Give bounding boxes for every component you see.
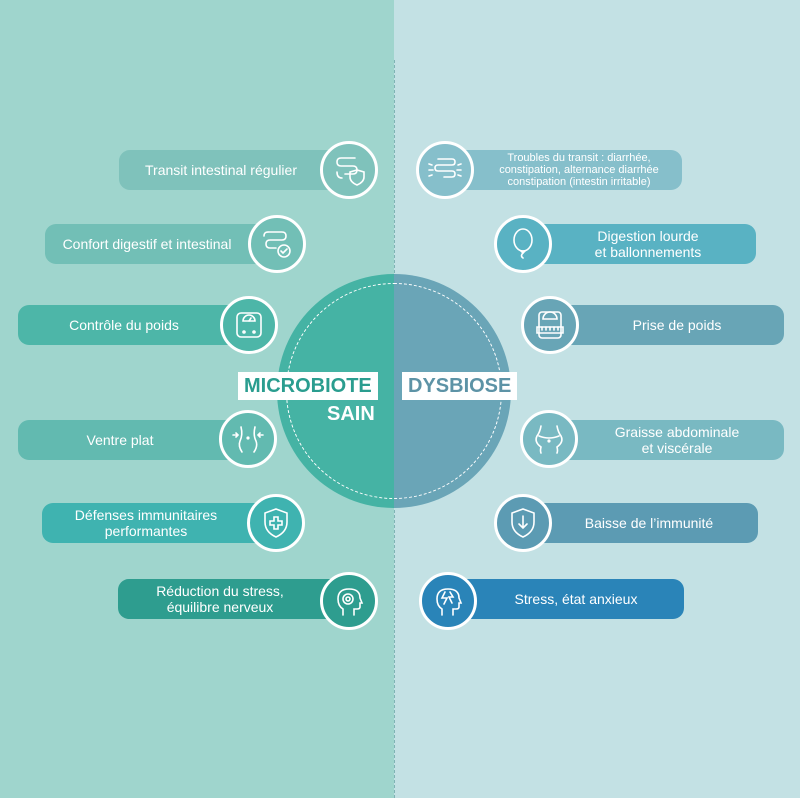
dysbiose-title-text: DYSBIOSE (408, 375, 512, 397)
balloon-icon (494, 215, 552, 273)
left-item-label: Transit intestinal régulier (145, 162, 297, 178)
right-item-label: Baisse de l’immunité (584, 515, 714, 531)
shield-cross-icon (247, 494, 305, 552)
irritated-intestine-icon (416, 141, 474, 199)
left-item-label: Confort digestif et intestinal (62, 236, 232, 252)
dysbiose-label: DYSBIOSE (402, 372, 518, 400)
left-item-poids: Contrôle du poids (18, 305, 258, 345)
microbiote-label-line2: SAIN (327, 403, 375, 425)
right-item-digestion: Digestion lourde et ballonnements (510, 224, 756, 264)
right-item-stress: Stress, état anxieux (438, 579, 684, 619)
right-item-troubles: Troubles du transit : diarrhée, constipa… (446, 150, 682, 190)
left-item-label: Ventre plat (86, 432, 154, 448)
scale-icon (220, 296, 278, 354)
right-item-label: Troubles du transit : diarrhée, constipa… (499, 152, 659, 188)
left-item-label: Contrôle du poids (69, 317, 179, 333)
intestine-check-icon (248, 215, 306, 273)
microbiote-label-line1: MICROBIOTE (238, 372, 378, 400)
right-item-graisse: Graisse abdominale et viscérale (540, 420, 784, 460)
calm-head-icon (320, 572, 378, 630)
right-item-label: Graisse abdominale et viscérale (614, 424, 740, 456)
round-belly-icon (520, 410, 578, 468)
right-item-label: Stress, état anxieux (514, 591, 638, 607)
stressed-head-icon (419, 572, 477, 630)
left-item-ventre: Ventre plat (18, 420, 250, 460)
right-item-label: Prise de poids (632, 317, 722, 333)
right-item-prise-poids: Prise de poids (540, 305, 784, 345)
shield-down-icon (494, 494, 552, 552)
left-item-confort: Confort digestif et intestinal (45, 224, 277, 264)
left-item-label: Défenses immunitaires performantes (74, 507, 218, 539)
left-item-stress: Réduction du stress, équilibre nerveux (118, 579, 350, 619)
right-item-label: Digestion lourde et ballonnements (594, 228, 702, 260)
scale-tape-icon (521, 296, 579, 354)
left-item-label: Réduction du stress, équilibre nerveux (156, 583, 284, 615)
flat-belly-icon (219, 410, 277, 468)
left-item-defenses: Défenses immunitaires performantes (42, 503, 278, 543)
microbiote-title-text: MICROBIOTE (244, 375, 372, 397)
intestine-shield-icon (320, 141, 378, 199)
left-item-transit: Transit intestinal régulier (119, 150, 351, 190)
